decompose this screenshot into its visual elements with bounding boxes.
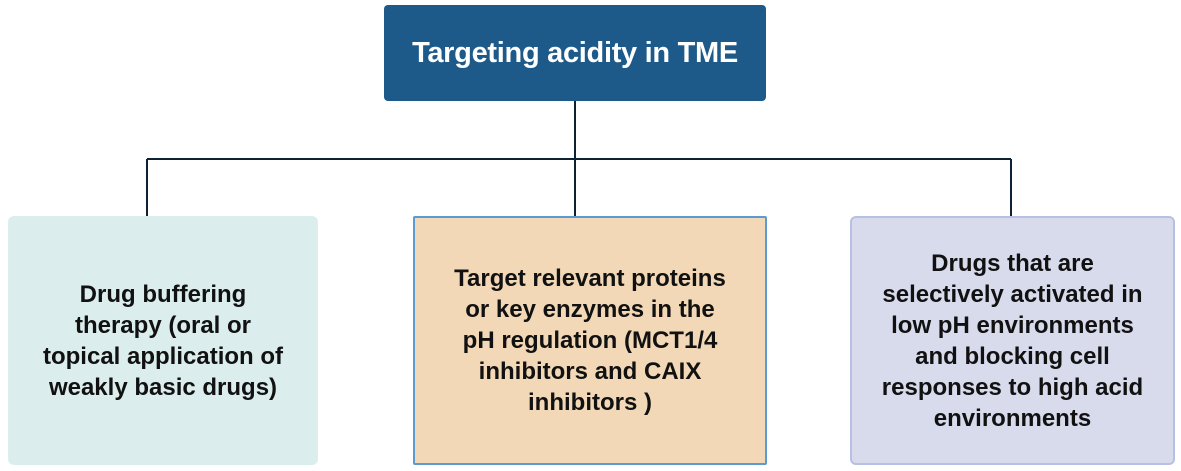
child-node-target-proteins: Target relevant proteins or key enzymes … [413, 216, 767, 465]
child-node-label: Drug buffering therapy (oral or topical … [42, 280, 283, 401]
child-node-label: Drugs that are selectively activated in … [881, 249, 1144, 432]
child-node-drug-buffering: Drug buffering therapy (oral or topical … [8, 216, 318, 465]
child-node-selective-drugs: Drugs that are selectively activated in … [850, 216, 1175, 465]
root-node: Targeting acidity in TME [384, 5, 766, 101]
root-node-label: Targeting acidity in TME [412, 36, 738, 69]
child-node-label: Target relevant proteins or key enzymes … [454, 265, 726, 416]
